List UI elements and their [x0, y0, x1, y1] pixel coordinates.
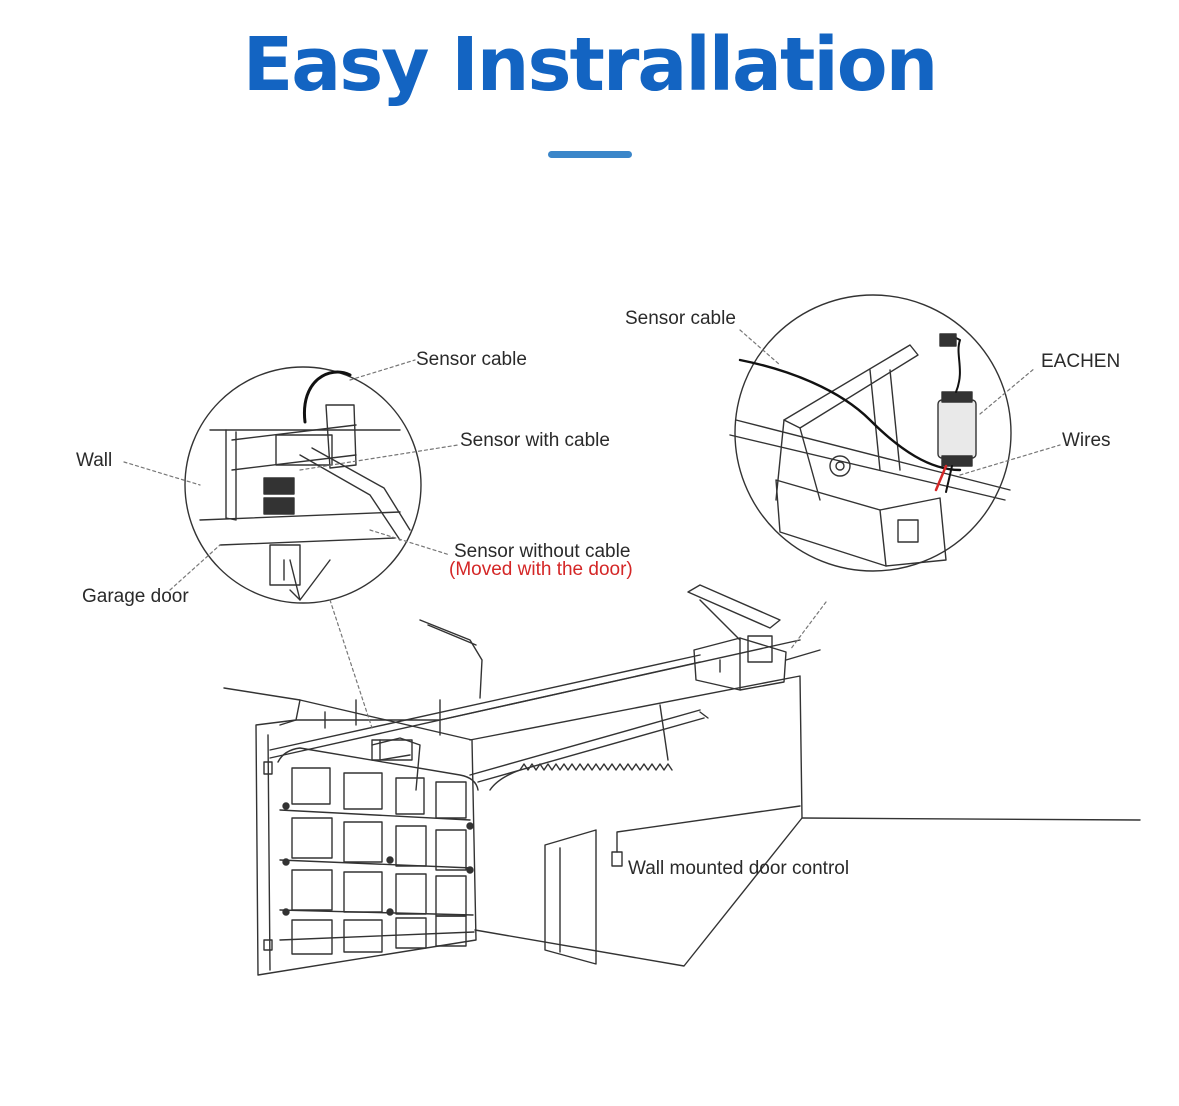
right-callout	[729, 294, 1012, 572]
label-sensor-with-cable: Sensor with cable	[460, 430, 610, 451]
red-wire	[934, 464, 948, 492]
page-title: Easy Instrallation	[242, 22, 939, 108]
label-sensor-cable-right: Sensor cable	[625, 308, 736, 329]
label-wall: Wall	[76, 450, 113, 471]
label-sensor-without-cable: Sensor without cable	[454, 541, 631, 562]
torsion-spring	[519, 763, 673, 771]
wall-control	[611, 805, 801, 867]
left-sensor-cable	[303, 370, 352, 424]
eachen-usb-cable	[949, 334, 961, 393]
leader-lines	[123, 329, 1061, 729]
garage-room	[223, 675, 1141, 967]
label-moved-with-door: (Moved with the door)	[449, 559, 633, 580]
left-callout	[184, 366, 422, 604]
label-sensor-cable-left: Sensor cable	[416, 349, 527, 370]
garage-door	[255, 699, 479, 976]
right-sensor-cable	[738, 358, 962, 472]
opener-unit	[687, 584, 821, 691]
door-arm	[371, 737, 421, 791]
label-wires: Wires	[1062, 430, 1111, 451]
label-garage-door: Garage door	[82, 586, 189, 607]
label-eachen: EACHEN	[1041, 351, 1121, 372]
door-tracks	[269, 619, 801, 791]
title-underline	[548, 151, 632, 158]
label-wall-control: Wall mounted door control	[628, 858, 850, 879]
